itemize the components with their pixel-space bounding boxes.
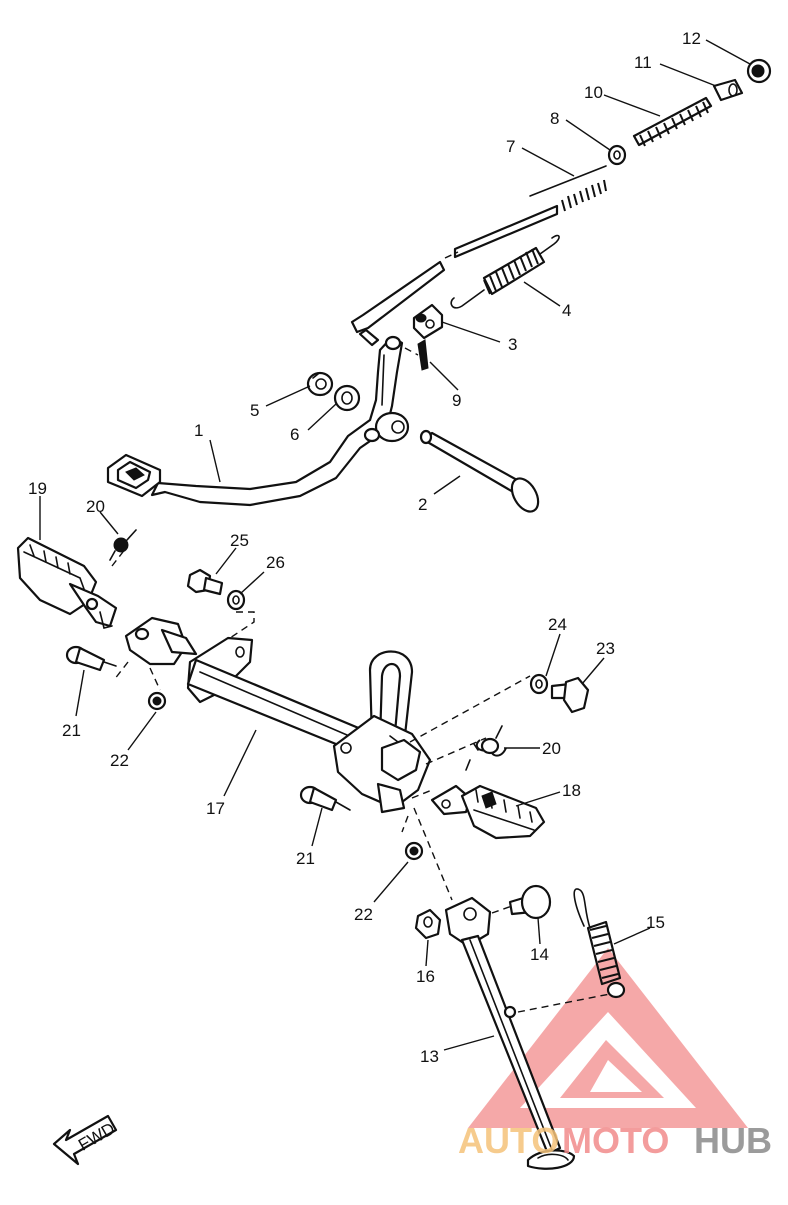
watermark-text: AUTO MOTO HUB: [458, 1120, 772, 1161]
bolt-21-right: [299, 785, 351, 812]
clevis-3: [412, 303, 444, 340]
callout-22-right: 22: [354, 905, 373, 924]
callout-numbers: 1 2 3 4 5 6 7 8 9 10 11 12 13 14 15 16 1…: [28, 29, 701, 1066]
callout-2: 2: [418, 495, 427, 514]
callout-7: 7: [506, 137, 515, 156]
brake-pedal-1: [106, 335, 410, 507]
callout-24: 24: [548, 615, 567, 634]
callout-25: 25: [230, 531, 249, 550]
callout-21-right: 21: [296, 849, 315, 868]
callout-21-left: 21: [62, 721, 81, 740]
callout-14: 14: [530, 945, 549, 964]
footrest-bar-17: [124, 616, 432, 814]
fwd-arrow-icon: FWD: [52, 1114, 118, 1166]
washer-6: [333, 384, 361, 412]
spring-20-right: [465, 725, 507, 771]
watermark-text-auto: AUTO: [458, 1120, 559, 1161]
adjust-nut-12: [746, 58, 772, 84]
washer-26: [226, 589, 246, 611]
callout-16: 16: [416, 967, 435, 986]
circlip-5: [306, 371, 334, 397]
cotter-pin-9: [417, 339, 429, 371]
brake-rod: [350, 165, 607, 347]
callout-11: 11: [634, 53, 652, 72]
bolt-25: [186, 568, 224, 596]
washer-24: [529, 673, 549, 695]
callout-9: 9: [452, 391, 461, 410]
callout-22-left: 22: [110, 751, 129, 770]
callout-19: 19: [28, 479, 47, 498]
callout-13: 13: [420, 1047, 439, 1066]
callout-10: 10: [584, 83, 603, 102]
callout-23: 23: [596, 639, 615, 658]
rod-thread: [561, 179, 607, 212]
nut-22-right: [404, 841, 424, 861]
callout-3: 3: [508, 335, 517, 354]
joint-11: [712, 78, 744, 102]
footrest-18: [430, 784, 546, 840]
callout-15: 15: [646, 913, 665, 932]
callout-1: 1: [194, 421, 203, 440]
callout-20-left: 20: [86, 497, 105, 516]
footrest-19: [16, 536, 127, 629]
bolt-21-left: [65, 645, 117, 672]
watermark-text-moto: MOTO: [562, 1120, 669, 1161]
callout-8: 8: [550, 109, 559, 128]
callout-18: 18: [562, 781, 581, 800]
callout-5: 5: [250, 401, 259, 420]
callout-17: 17: [206, 799, 225, 818]
bolt-14: [508, 884, 552, 920]
sidestand-spring-15: [573, 888, 626, 999]
spring-20-left: [109, 529, 137, 561]
nut-22-left: [147, 691, 167, 711]
pivot-shaft-2: [419, 429, 540, 513]
nut-8: [607, 144, 627, 166]
watermark-logo: [468, 948, 748, 1128]
sidestand-13: [444, 896, 576, 1170]
callout-26: 26: [266, 553, 285, 572]
spring-10: [632, 96, 713, 147]
collar-16: [414, 908, 442, 940]
bolt-23: [550, 676, 590, 714]
callout-4: 4: [562, 301, 571, 320]
callout-12: 12: [682, 29, 701, 48]
leader-lines: [39, 39, 751, 1051]
watermark-text-hub: HUB: [694, 1120, 772, 1161]
callout-20-right: 20: [542, 739, 561, 758]
callout-6: 6: [290, 425, 299, 444]
return-spring-4: [450, 234, 560, 309]
